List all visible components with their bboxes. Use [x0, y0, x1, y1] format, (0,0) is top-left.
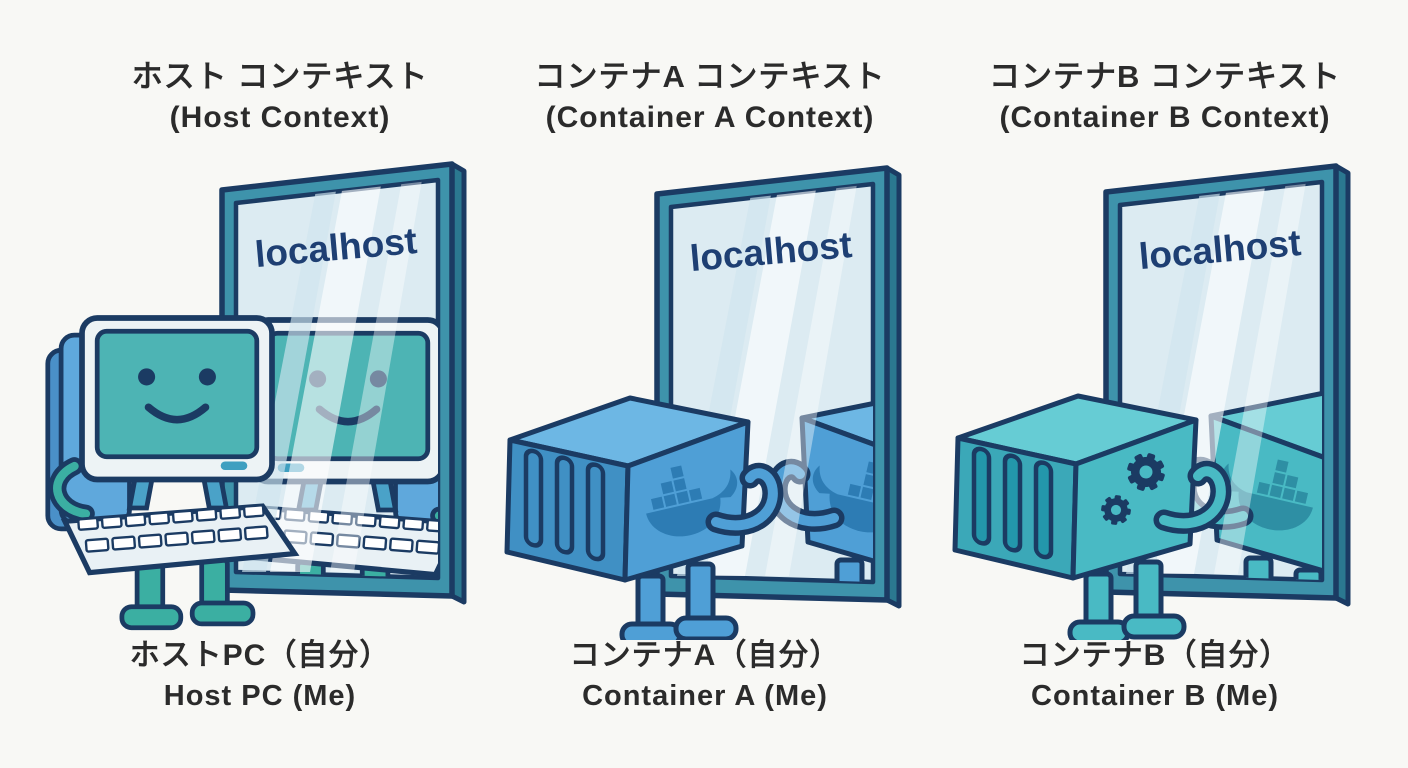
- panel-caption-container-b: コンテナB（自分） Container B (Me): [935, 636, 1375, 716]
- panel-container-b-illustration: localhost: [955, 166, 1408, 640]
- title-ja: コンテナA コンテキスト: [534, 59, 886, 94]
- title-en: (Container B Context): [999, 101, 1331, 134]
- container-a-character: [507, 398, 773, 640]
- panel-container-a-illustration: localhost: [507, 168, 1043, 640]
- panel-title-container-b: コンテナB コンテキスト (Container B Context): [945, 56, 1385, 138]
- caption-ja: コンテナA（自分）: [569, 639, 841, 672]
- caption-ja: ホストPC（自分）: [129, 639, 391, 672]
- caption-en: Container B (Me): [1031, 680, 1279, 712]
- title-en: (Host Context): [169, 101, 391, 134]
- panel-caption-host: ホストPC（自分） Host PC (Me): [40, 636, 480, 716]
- title-ja: ホスト コンテキスト: [131, 59, 429, 94]
- title-ja: コンテナB コンテキスト: [988, 59, 1342, 94]
- illustration: localhost localhost: [0, 148, 1408, 640]
- panel-title-host: ホスト コンテキスト (Host Context): [60, 56, 500, 138]
- caption-ja: コンテナB（自分）: [1019, 639, 1291, 672]
- title-en: (Container A Context): [545, 101, 875, 134]
- panel-host-illustration: localhost: [48, 164, 477, 630]
- caption-en: Host PC (Me): [163, 680, 357, 712]
- panel-caption-container-a: コンテナA（自分） Container A (Me): [485, 636, 925, 716]
- panel-title-container-a: コンテナA コンテキスト (Container A Context): [490, 56, 930, 138]
- container-b-character: [955, 396, 1221, 640]
- caption-en: Container A (Me): [582, 680, 828, 712]
- gears-icon: [1099, 448, 1170, 527]
